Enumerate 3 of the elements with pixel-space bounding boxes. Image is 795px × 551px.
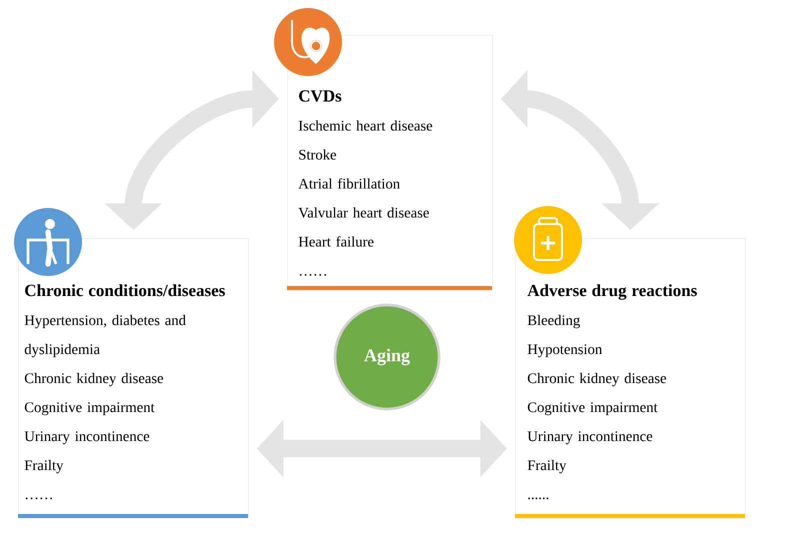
card: Chronic conditions/diseases Hypertension, diabetes and dyslipidemia Chronic kidney disease Cognitive impairment Urinary incontinence Frailty …… (18, 238, 249, 519)
card: Adverse drug reactions Bleeding Hypotension Chronic kidney disease Cognitive impairment Urinary incontinence Frailty ...... (515, 238, 746, 519)
card: CVDs Ischemic heart disease Stroke Atrial fibrillation Valvular heart disease Heart failure …… (287, 35, 493, 291)
